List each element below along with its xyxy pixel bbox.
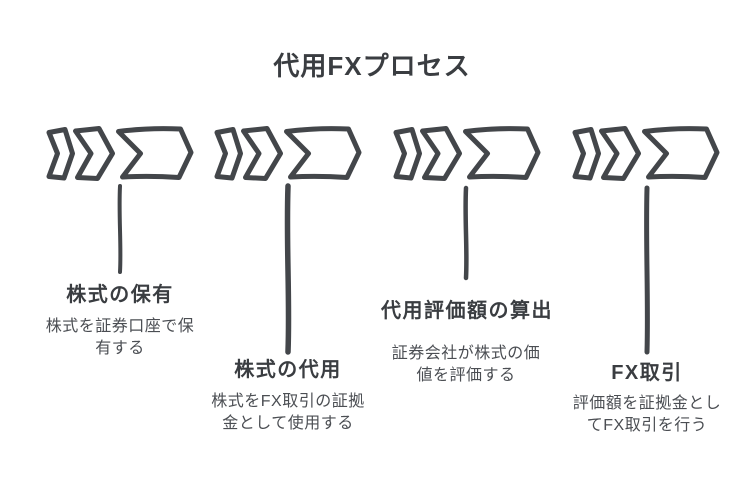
step-description: 証券会社が株式の価 値を評価する (391, 345, 541, 384)
step-description: 評価額を証拠金とし てFX取引を行う (572, 395, 722, 434)
leader-line (284, 183, 292, 355)
step-label: 株式の代用 (234, 359, 342, 381)
triple-chevron-right-icon (572, 126, 720, 181)
leader-line (463, 185, 469, 281)
triple-chevron-right-icon (46, 126, 194, 181)
leader-line (644, 185, 650, 355)
step-label: 代用評価額の算出 (381, 300, 553, 322)
triple-chevron-right-icon (214, 126, 362, 181)
step-description: 株式をFX取引の証拠 金として使用する (211, 393, 365, 432)
diagram-title: 代用FXプロセス (273, 51, 471, 81)
step-label: 株式の保有 (66, 284, 174, 306)
step-description: 株式を証券口座で保 有する (45, 318, 195, 357)
triple-chevron-right-icon (393, 126, 541, 181)
step-label: FX取引 (611, 362, 683, 384)
leader-line (117, 184, 123, 274)
